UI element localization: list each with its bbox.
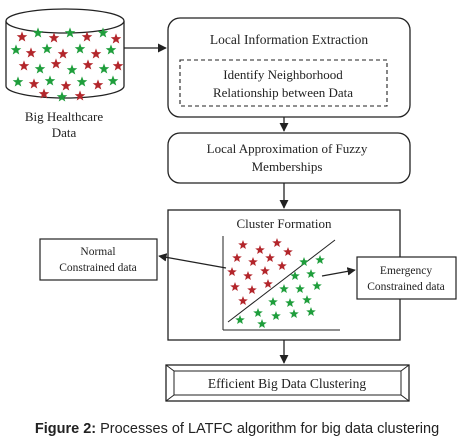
database-red-star [18, 60, 30, 71]
database-green-star [41, 43, 53, 54]
emergency-line2: Constrained data [367, 281, 445, 293]
scatter-green-star [235, 315, 245, 324]
emergency-line1: Emergency [380, 265, 432, 277]
database-green-star [97, 27, 109, 38]
scatter-red-star [238, 296, 248, 305]
database-red-star [16, 31, 28, 42]
database-cylinder [5, 8, 125, 102]
database-green-star [10, 44, 22, 55]
normal-line2: Constrained data [59, 262, 137, 274]
database-green-star [44, 75, 56, 86]
local-extraction-box [167, 17, 411, 118]
database-red-star [60, 80, 72, 91]
database-green-star [32, 27, 44, 38]
neighborhood-dashed-box [179, 59, 388, 107]
database-red-star [74, 90, 86, 101]
database-green-star [34, 63, 46, 74]
scatter-stars [227, 238, 325, 328]
database-red-star [38, 88, 50, 99]
database-red-star [82, 59, 94, 70]
database-red-star [28, 78, 40, 89]
database-green-star [66, 64, 78, 75]
database-label-line1: Big Healthcare [25, 109, 104, 124]
scatter-separator-line [227, 239, 336, 323]
scatter-green-star [295, 284, 305, 293]
scatter-green-star [299, 257, 309, 266]
database-red-star [110, 33, 122, 44]
database-green-star [64, 27, 76, 38]
database-green-star [12, 76, 24, 87]
scatter-red-star [255, 245, 265, 254]
scatter-red-star [227, 267, 237, 276]
database-red-star [112, 60, 124, 71]
scatter-green-star [289, 309, 299, 318]
figure-caption: Figure 2: Processes of LATFC algorithm f… [0, 421, 474, 437]
database-green-star [98, 63, 110, 74]
database-stars [10, 27, 124, 102]
fuzzy-line1: Local Approximation of Fuzzy [207, 141, 368, 156]
scatter-green-star [271, 311, 281, 320]
caption-text: Processes of LATFC algorithm for big dat… [96, 421, 440, 437]
scatter-red-star [238, 240, 248, 249]
scatter-green-star [279, 284, 289, 293]
scatter-green-star [306, 307, 316, 316]
arrow-to-emergency [321, 267, 356, 277]
local-extraction-title: Local Information Extraction [210, 32, 368, 47]
database-green-star [105, 44, 117, 55]
scatter-red-star [260, 266, 270, 275]
scatter-green-star [315, 255, 325, 264]
database-red-star [48, 32, 60, 43]
database-red-star [57, 48, 69, 59]
scatter-red-star [277, 261, 287, 270]
database-green-star [107, 75, 119, 86]
scatter-green-star [257, 319, 267, 328]
database-red-star [90, 48, 102, 59]
scatter-green-star [306, 269, 316, 278]
database-red-star [25, 47, 37, 58]
scatter-red-star [263, 279, 273, 288]
normal-line1: Normal [80, 246, 115, 258]
scatter-red-star [248, 257, 258, 266]
scatter-red-star [230, 282, 240, 291]
database-red-star [92, 79, 104, 90]
database-green-star [56, 91, 68, 102]
scatter-green-star [302, 295, 312, 304]
neighborhood-line1: Identify Neighborhood [223, 67, 343, 82]
scatter-green-star [290, 271, 300, 280]
emergency-constrained-box [356, 256, 457, 300]
database-red-star [50, 58, 62, 69]
fuzzy-line2: Memberships [252, 159, 323, 174]
scatter-red-star [265, 253, 275, 262]
cluster-title: Cluster Formation [237, 216, 332, 231]
scatter-green-star [312, 281, 322, 290]
scatter-red-star [283, 247, 293, 256]
scatter-red-star [247, 285, 257, 294]
fuzzy-box [167, 132, 411, 184]
scatter-red-star [272, 238, 282, 247]
database-label-line2: Data [52, 125, 77, 140]
final-label: Efficient Big Data Clustering [208, 376, 367, 391]
scatter-red-star [243, 271, 253, 280]
final-box [165, 364, 410, 402]
scatter-green-star [285, 298, 295, 307]
neighborhood-line2: Relationship between Data [213, 85, 353, 100]
scatter-green-star [253, 308, 263, 317]
scatter-red-star [232, 253, 242, 262]
database-green-star [74, 43, 86, 54]
arrow-to-normal [158, 253, 227, 269]
cluster-formation-box [167, 209, 401, 341]
database-green-star [76, 76, 88, 87]
database-red-star [81, 31, 93, 42]
scatter-green-star [268, 297, 278, 306]
caption-prefix: Figure 2: [34, 421, 97, 437]
normal-constrained-box [39, 238, 158, 281]
